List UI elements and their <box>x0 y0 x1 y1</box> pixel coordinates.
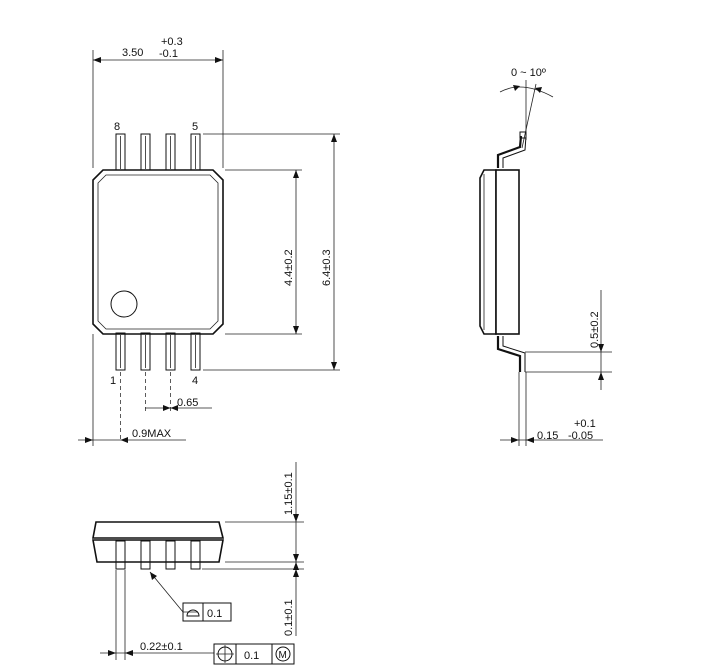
angle-label: 0 ~ 10º <box>511 67 546 79</box>
lead-height-label: 0.5±0.2 <box>589 311 601 348</box>
position-value: 0.1 <box>244 650 259 662</box>
lead-2 <box>140 332 151 371</box>
side-view: 0 ~ 10º 0.5±0.2 0.15 +0.1 -0.05 <box>479 67 612 446</box>
upper-lead <box>496 135 523 168</box>
flatness-value: 0.1 <box>207 608 222 620</box>
pitch-label: 0.65 <box>177 397 198 409</box>
front-lead-4 <box>190 540 201 570</box>
position-frame: 0.1 M <box>213 643 295 665</box>
top-leads <box>115 133 201 172</box>
lead-4 <box>190 332 201 371</box>
package-body-side <box>479 169 497 335</box>
package-body-top <box>92 169 224 335</box>
package-body-front <box>92 521 225 539</box>
width-tol-minus: -0.1 <box>159 48 178 60</box>
flatness-leader <box>149 571 198 613</box>
pin1-marker <box>110 290 138 318</box>
pin-label-8: 8 <box>114 121 120 133</box>
pin-label-5: 5 <box>192 121 198 133</box>
body-length-label: 4.4±0.2 <box>283 249 295 286</box>
pin-label-4: 4 <box>192 375 198 387</box>
standoff-label: 0.1±0.1 <box>283 599 295 636</box>
lead-thickness-tol-minus: -0.05 <box>568 430 593 442</box>
lead-thickness-nominal: 0.15 <box>537 430 558 442</box>
width-nominal: 3.50 <box>122 47 143 59</box>
front-lead-1 <box>115 540 126 570</box>
bottom-leads <box>115 332 201 371</box>
front-lead-2 <box>140 540 151 570</box>
lead-1 <box>115 332 126 371</box>
flatness-frame: 0.1 <box>182 602 232 622</box>
lead-width-label: 0.22±0.1 <box>140 641 183 653</box>
width-tol-plus: +0.3 <box>161 36 183 48</box>
front-lead-3 <box>165 540 176 570</box>
modifier-label: M <box>279 650 287 661</box>
pin-label-1: 1 <box>110 375 116 387</box>
front-view: 1.15±0.1 0.1±0.1 0.1 0.22±0.1 0.1 <box>92 462 304 665</box>
modifier-circle-icon <box>275 646 291 662</box>
flatness-icon <box>186 609 200 617</box>
height-label: 1.15±0.1 <box>283 472 295 515</box>
lower-lead <box>496 336 522 372</box>
angle-arc <box>499 86 554 98</box>
front-leads <box>115 540 201 570</box>
lead-thickness-tol-plus: +0.1 <box>574 418 596 430</box>
lead-3 <box>165 332 176 371</box>
top-view: 3.50 +0.3 -0.1 8 5 1 4 <box>78 36 340 446</box>
max-offset-label: 0.9MAX <box>132 428 172 440</box>
overall-length-label: 6.4±0.3 <box>321 249 333 286</box>
